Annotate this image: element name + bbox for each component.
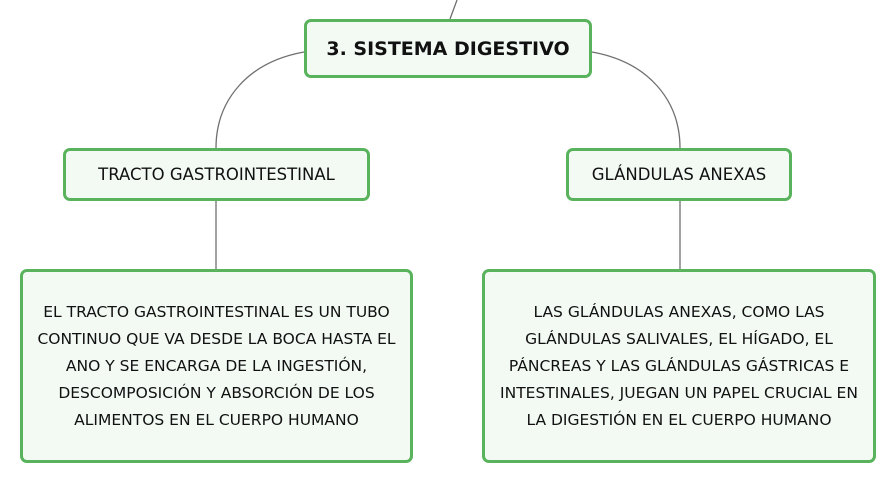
connector-parent-to-root — [449, 0, 458, 20]
detail-text-tracto-gastrointestinal: EL TRACTO GASTROINTESTINAL ES UN TUBO CO… — [37, 302, 396, 429]
branch-label-glandulas-anexas: GLÁNDULAS ANEXAS — [591, 165, 767, 184]
connector-root-to-tracto — [215, 51, 305, 149]
branch-node-glandulas-anexas[interactable]: GLÁNDULAS ANEXAS — [566, 148, 792, 201]
branch-label-tracto-gastrointestinal: TRACTO GASTROINTESTINAL — [98, 165, 335, 184]
detail-node-glandulas-anexas[interactable]: LAS GLÁNDULAS ANEXAS, COMO LAS GLÁNDULAS… — [482, 269, 876, 463]
connector-root-to-glandulas — [591, 51, 681, 149]
root-topic-title: 3. SISTEMA DIGESTIVO — [326, 37, 570, 60]
detail-node-tracto-gastrointestinal[interactable]: EL TRACTO GASTROINTESTINAL ES UN TUBO CO… — [20, 269, 413, 463]
detail-text-glandulas-anexas: LAS GLÁNDULAS ANEXAS, COMO LAS GLÁNDULAS… — [500, 302, 858, 429]
root-topic-node[interactable]: 3. SISTEMA DIGESTIVO — [304, 19, 592, 78]
branch-node-tracto-gastrointestinal[interactable]: TRACTO GASTROINTESTINAL — [63, 148, 370, 201]
